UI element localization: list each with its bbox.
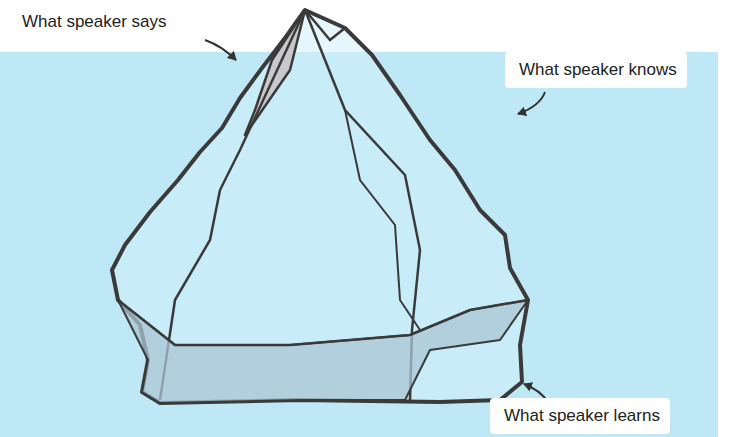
leader-arrow	[205, 40, 236, 60]
callout-label: What speaker learns	[490, 398, 670, 434]
callout-label: What speaker knows	[505, 52, 687, 88]
iceberg-base-shade	[118, 300, 528, 403]
callout-label: What speaker says	[22, 12, 167, 32]
leader-arrow	[518, 92, 545, 114]
iceberg-outline	[112, 10, 528, 403]
iceberg-ridge	[345, 110, 420, 330]
iceberg-ridge	[118, 300, 528, 345]
iceberg-ridge	[220, 10, 305, 190]
